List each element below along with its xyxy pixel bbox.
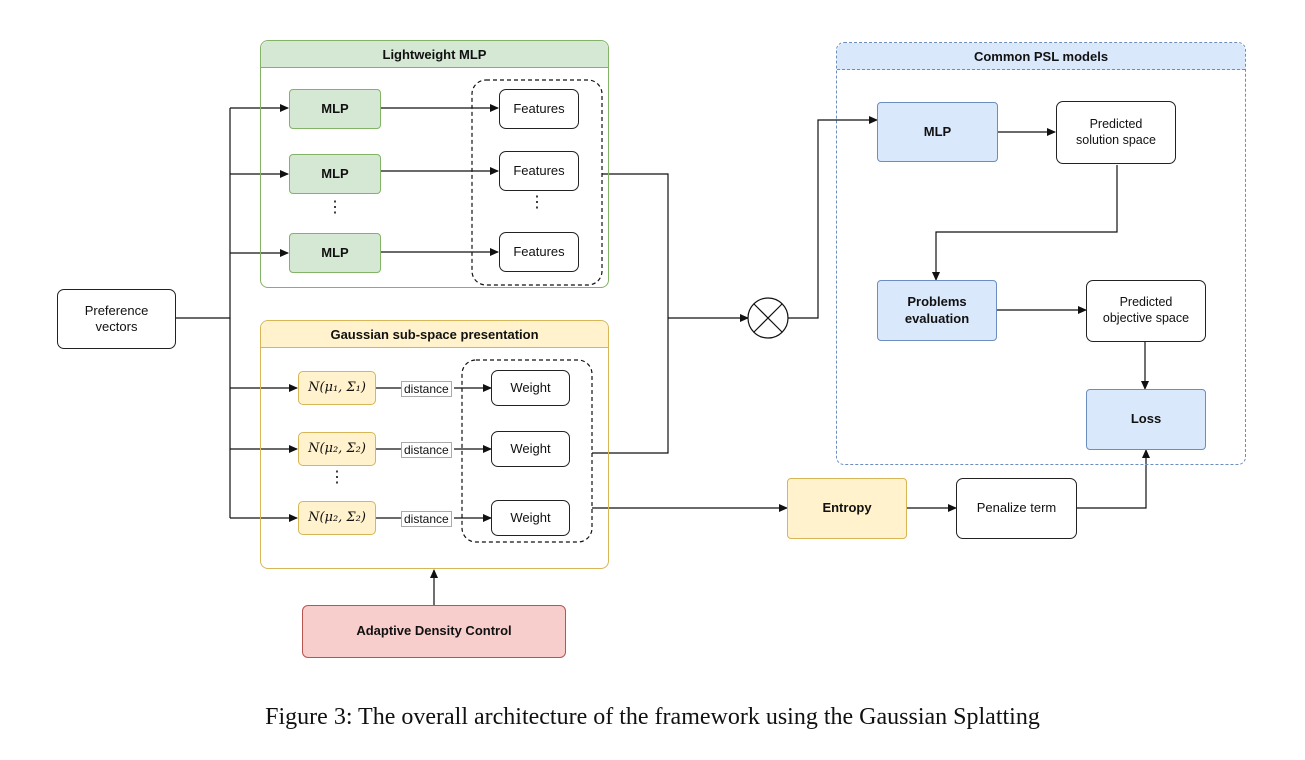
- mlp-dots: ⋮: [327, 199, 343, 216]
- distance-label-1: distance: [401, 381, 452, 397]
- mlp-node-3: MLP: [289, 233, 381, 273]
- lightweight-mlp-title: Lightweight MLP: [261, 41, 608, 68]
- features-dots: ⋮: [529, 194, 545, 211]
- weights-dashed-group: [461, 359, 593, 543]
- gaussian-node-1: N(μ₁, Σ₁): [298, 371, 376, 405]
- common-psl-models-group: Common PSL models: [836, 42, 1246, 465]
- gaussian-subspace-group: Gaussian sub-space presentation: [260, 320, 609, 569]
- pref-trunk: [176, 108, 231, 319]
- loss-node: Loss: [1086, 389, 1206, 450]
- gaussian-subspace-title: Gaussian sub-space presentation: [261, 321, 608, 348]
- distance-label-2: distance: [401, 442, 452, 458]
- figure-caption: Figure 3: The overall architecture of th…: [265, 704, 1040, 730]
- distance-label-3: distance: [401, 511, 452, 527]
- gaussian-dots: ⋮: [329, 469, 345, 486]
- preference-vectors-node: Preference vectors: [57, 289, 176, 349]
- weight-node-1: Weight: [491, 370, 570, 406]
- weight-node-3: Weight: [491, 500, 570, 536]
- multiply-node: [747, 297, 789, 339]
- predicted-objective-space-node: Predicted objective space: [1086, 280, 1206, 342]
- features-node-3: Features: [499, 232, 579, 272]
- penalize-term-node: Penalize term: [956, 478, 1077, 539]
- gaussian-node-3: N(μ₂, Σ₂): [298, 501, 376, 535]
- lightweight-mlp-group: Lightweight MLP: [260, 40, 609, 288]
- common-psl-models-title: Common PSL models: [837, 43, 1245, 70]
- features-dashed-group: [471, 79, 603, 286]
- gaussian-node-2: N(μ₂, Σ₂): [298, 432, 376, 466]
- mlp-node-1: MLP: [289, 89, 381, 129]
- features-node-2: Features: [499, 151, 579, 191]
- adaptive-density-control-node: Adaptive Density Control: [302, 605, 566, 658]
- psl-mlp-node: MLP: [877, 102, 998, 162]
- weight-node-2: Weight: [491, 431, 570, 467]
- mlp-node-2: MLP: [289, 154, 381, 194]
- features-node-1: Features: [499, 89, 579, 129]
- entropy-node: Entropy: [787, 478, 907, 539]
- predicted-solution-space-node: Predicted solution space: [1056, 101, 1176, 164]
- problems-evaluation-node: Problems evaluation: [877, 280, 997, 341]
